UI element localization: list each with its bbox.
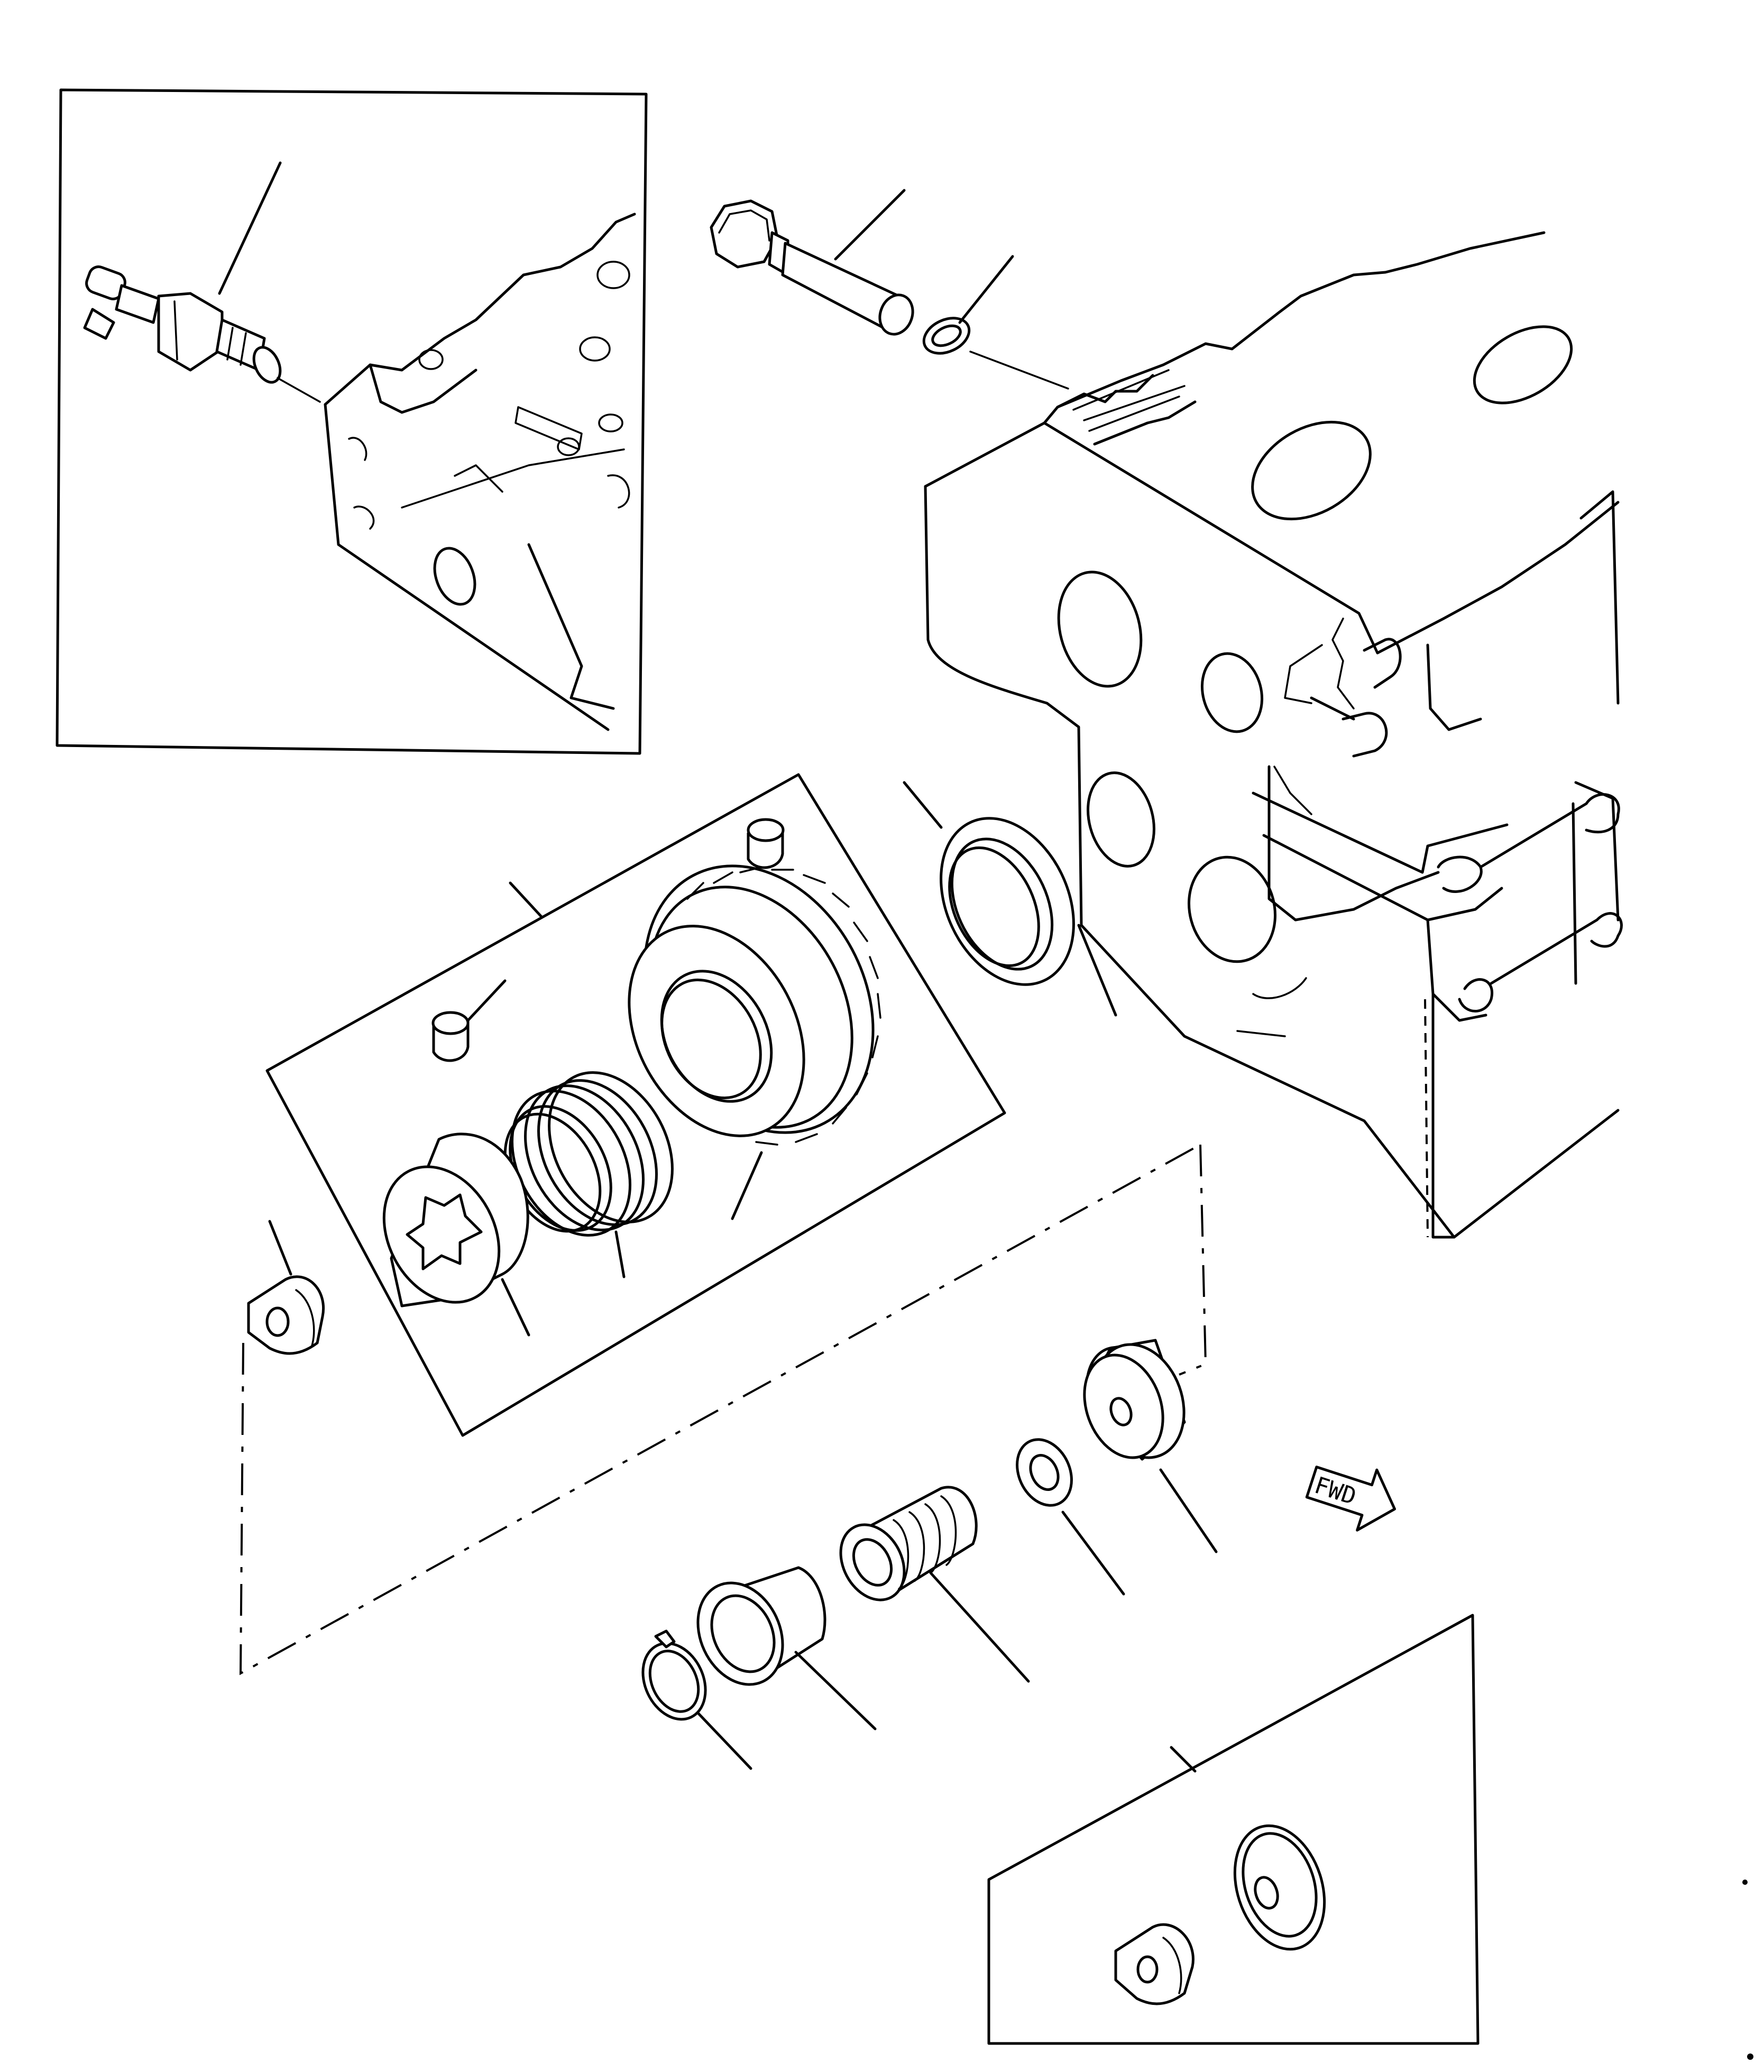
small-washer-icon [1016, 1438, 1073, 1507]
washer-icon [922, 317, 971, 355]
inset-block-corner [324, 213, 636, 731]
inset-panel-pressure-switch [56, 88, 648, 755]
leader-lock-clip [268, 1220, 292, 1276]
assembly-lines [239, 1144, 1207, 1675]
leader-relief-plug [1159, 1468, 1218, 1553]
lock-clip-icon [247, 1275, 325, 1355]
spring-assembly-icon [503, 1071, 674, 1237]
leader-bolt [834, 189, 906, 261]
snap-ring-icon [641, 1629, 707, 1721]
leader-coil-spring [929, 1571, 1030, 1683]
flange-bolt-icon [710, 199, 914, 336]
pressure-switch-icon [83, 265, 282, 384]
idler-gear-icon [628, 864, 881, 1146]
leader-small-washer [1061, 1511, 1125, 1596]
leader-pressure-switch [218, 161, 282, 295]
leader-relief-valve-plunger [794, 1651, 877, 1730]
hub-nut-icon [382, 1132, 529, 1307]
leader-hub-nut [501, 1278, 530, 1337]
fwd-arrow-icon: FWD [1305, 1466, 1397, 1532]
leader-snap-ring [696, 1711, 752, 1770]
axis-line-bolt [969, 351, 1069, 390]
gear-assembly-panel [265, 773, 1006, 1437]
dowel-pin-upper-icon [747, 818, 785, 869]
leader-washer [958, 255, 1014, 324]
coil-spring-icon [839, 1486, 978, 1601]
dowel-pin-lower-icon [431, 1011, 470, 1062]
engine-block-outline [924, 231, 1623, 1239]
leader-plug-option [1170, 1746, 1197, 1773]
scan-speck [1742, 1880, 1748, 1885]
leader-dowel-pin [466, 979, 507, 1022]
leader-idler-gear [731, 1151, 763, 1220]
option-lock-clip-icon [1114, 1923, 1195, 2005]
scan-speck [1747, 2053, 1753, 2060]
leader-gear-assembly [509, 881, 544, 919]
relief-valve-plunger-icon [696, 1566, 826, 1686]
relief-plug-icon [1083, 1339, 1186, 1461]
oil-seal-icon [940, 817, 1075, 986]
leader-spring-assembly [614, 1230, 626, 1278]
axis-line-pressure-switch [277, 377, 321, 403]
inset-panel-plug-option [987, 1614, 1480, 2045]
option-plug-icon [1233, 1824, 1326, 1951]
leader-oil-seal [903, 781, 943, 829]
